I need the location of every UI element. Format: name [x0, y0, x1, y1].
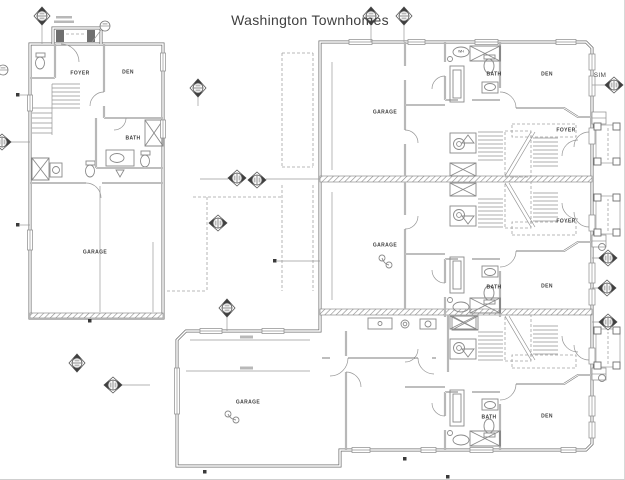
- detail-tag-icon: [0, 64, 9, 76]
- section-marker-icon: [597, 279, 617, 297]
- room-label-unit1-water-heater: WH: [458, 49, 464, 54]
- left-building: [27, 26, 166, 320]
- room-label-unit2-foyer: FOYER: [556, 218, 576, 225]
- room-label-left-bath: BATH: [125, 135, 141, 142]
- section-marker-icon: [68, 353, 86, 373]
- section-marker-icon: [189, 78, 207, 98]
- section-marker-icon: [598, 249, 618, 267]
- room-label-unit2-bath: BATH: [486, 284, 502, 291]
- dashed-overhang-lines: [167, 52, 314, 292]
- sim-section-marker-icon: [604, 76, 624, 94]
- room-label-left-foyer: FOYER: [70, 70, 90, 77]
- room-label-unit1-garage: GARAGE: [372, 109, 398, 116]
- section-marker-icon: [395, 6, 413, 26]
- section-marker-icon: [247, 171, 267, 189]
- room-label-unit2-garage: GARAGE: [372, 242, 398, 249]
- room-label-left-garage: GARAGE: [82, 249, 108, 256]
- room-label-left-den: DEN: [122, 69, 134, 76]
- drawing-title: Washington Townhomes: [231, 12, 389, 28]
- room-label-unit1-den: DEN: [541, 71, 553, 78]
- room-label-unit1-bath: BATH: [486, 71, 502, 78]
- room-label-unit1-foyer: FOYER: [556, 127, 576, 134]
- room-label-unit3-garage: GARAGE: [235, 399, 261, 406]
- room-label-unit3-bath: BATH: [481, 414, 497, 421]
- room-label-unit2-den: DEN: [541, 283, 553, 290]
- right-building: [174, 39, 622, 468]
- section-marker-icon: [208, 214, 228, 232]
- section-marker-icon: [0, 133, 12, 151]
- section-marker-icon: [218, 298, 236, 318]
- section-markers: [0, 6, 624, 394]
- section-marker-icon: [103, 376, 123, 394]
- sim-annotation: SIM: [593, 71, 607, 79]
- reference-lines: [10, 16, 605, 479]
- room-label-unit3-den: DEN: [541, 413, 553, 420]
- detail-tag-icon: [99, 20, 111, 32]
- section-marker-icon: [227, 169, 247, 187]
- section-marker-icon: [33, 6, 51, 26]
